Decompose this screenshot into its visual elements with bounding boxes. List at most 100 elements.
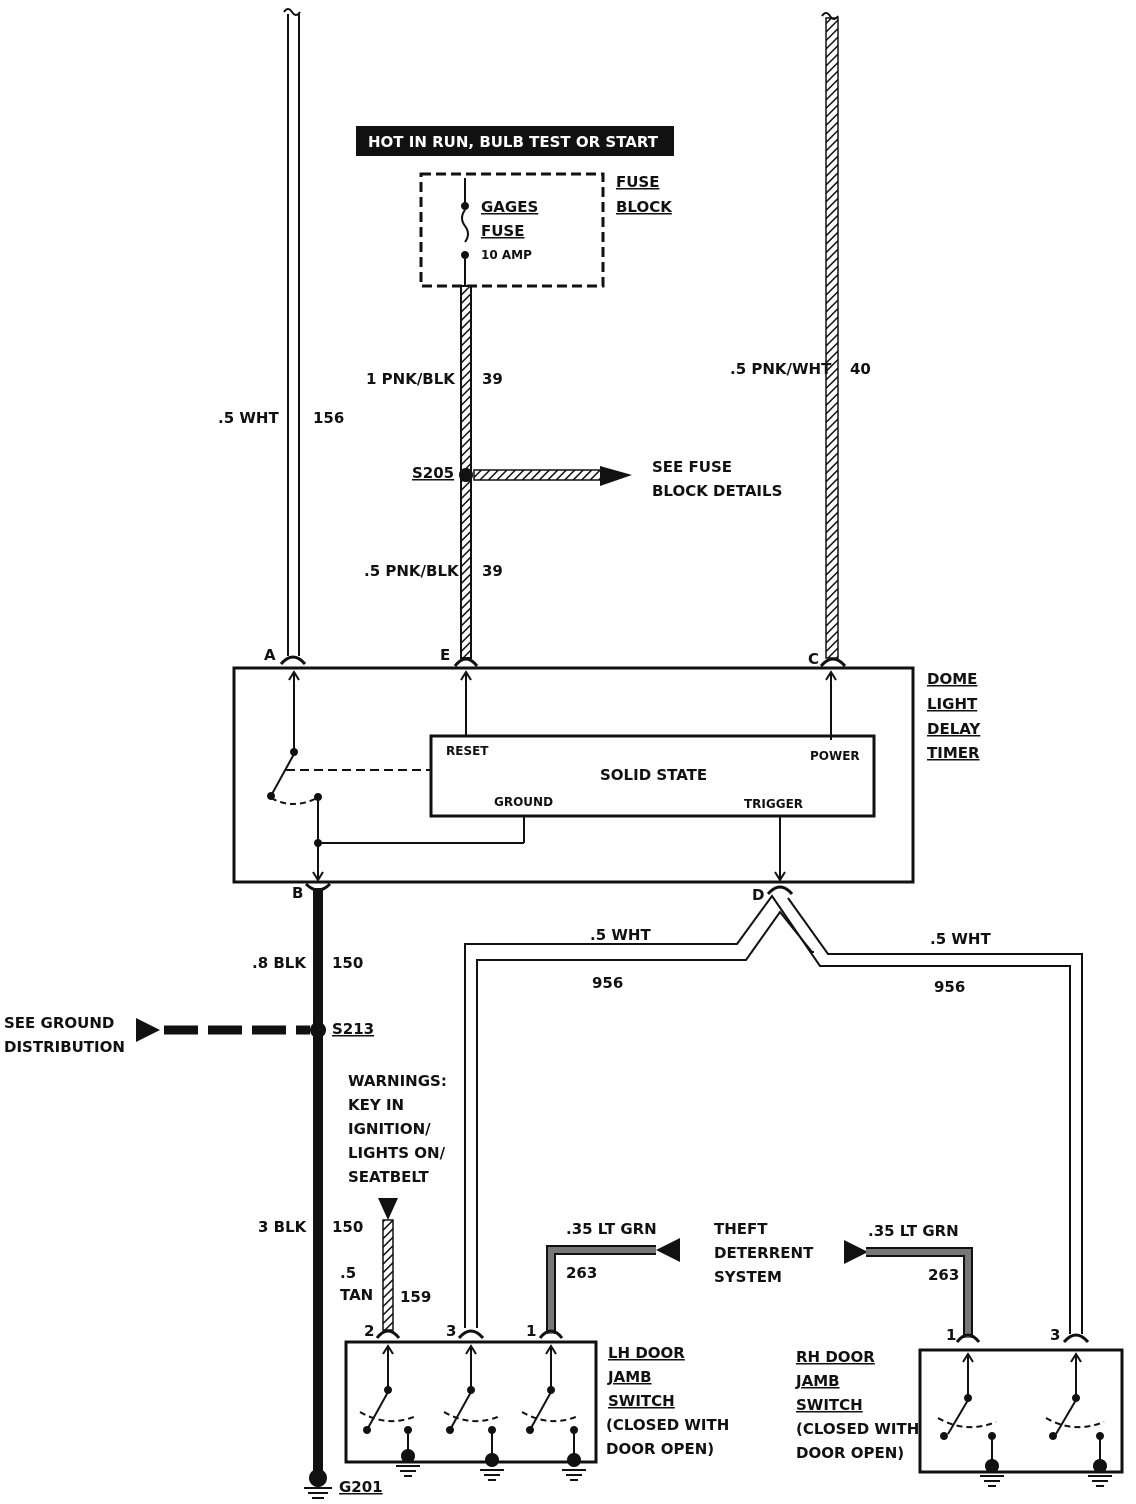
g201-ground-symbol xyxy=(304,1469,332,1499)
gages-fuse-symbol xyxy=(461,178,469,286)
lh-switch-name-line3: SWITCH xyxy=(608,1392,675,1410)
splice-s213-dot xyxy=(310,1022,326,1038)
wire-d-right-gauge-label: .5 WHT xyxy=(930,930,991,948)
g201-label: G201 xyxy=(339,1478,383,1496)
lh-switch-name-line1: LH DOOR xyxy=(608,1344,685,1362)
wire-b xyxy=(304,882,332,1474)
lh-pin-3-label: 3 xyxy=(446,1322,456,1340)
lh-pin-3-connector xyxy=(457,1329,485,1340)
lh-switch-note-line2: DOOR OPEN) xyxy=(606,1440,714,1458)
see-fuse-arrow xyxy=(473,466,632,486)
see-fuse-line1: SEE FUSE xyxy=(652,458,732,476)
wire-e-upper-gauge-label: 1 PNK/BLK xyxy=(366,370,456,388)
wire-b-upper-gauge-label: .8 BLK xyxy=(252,954,307,972)
timer-name-line3: DELAY xyxy=(927,720,981,738)
pin-d-label: D xyxy=(752,886,764,904)
splice-s205-label: S205 xyxy=(412,464,454,482)
warnings-line5: SEATBELT xyxy=(348,1168,429,1186)
fuse-block-label-line1: FUSE xyxy=(616,173,659,191)
ground-terminal-label: GROUND xyxy=(494,795,553,809)
lh-ground-symbols xyxy=(396,1449,586,1481)
wire-b-lower-gauge-label: 3 BLK xyxy=(258,1218,308,1236)
rh-switch-name-line1: RH DOOR xyxy=(796,1348,875,1366)
lh-pin-2-label: 2 xyxy=(364,1322,374,1340)
theft-line2: DETERRENT xyxy=(714,1244,814,1262)
wire-theft-right-circuit-label: 263 xyxy=(928,1266,959,1284)
fuse-name-line1: GAGES xyxy=(481,198,538,216)
power-banner xyxy=(356,126,674,156)
wire-d-left-gauge-label: .5 WHT xyxy=(590,926,651,944)
fuse-block-outline xyxy=(419,172,605,288)
wire-theft-left-circuit-label: 263 xyxy=(566,1264,597,1282)
rh-pin-3-label: 3 xyxy=(1050,1326,1060,1344)
wire-b-upper-circuit-label: 150 xyxy=(332,954,363,972)
splice-s213-label: S213 xyxy=(332,1020,374,1038)
warnings-line2: KEY IN xyxy=(348,1096,404,1114)
wire-a-circuit-label: 156 xyxy=(313,409,344,427)
ground-distribution-arrow xyxy=(136,1018,310,1042)
splice-s205-dot xyxy=(459,468,473,482)
wire-theft-left-gauge-label: .35 LT GRN xyxy=(566,1220,657,1238)
timer-name-line1: DOME xyxy=(927,670,977,688)
wire-e-lower-gauge-label: .5 PNK/BLK xyxy=(364,562,460,580)
lh-switch-contacts xyxy=(359,1344,579,1454)
fuse-name-line2: FUSE xyxy=(481,222,524,240)
pin-b-label: B xyxy=(292,884,303,902)
pin-c-label: C xyxy=(808,650,819,668)
rh-door-jamb-switch-box xyxy=(918,1348,1124,1474)
pin-e-label: E xyxy=(440,646,450,664)
solid-state-label: SOLID STATE xyxy=(600,766,707,784)
wire-a xyxy=(279,8,307,666)
rh-switch-contacts xyxy=(937,1352,1105,1460)
lh-pin-1-label: 1 xyxy=(526,1322,536,1340)
rh-switch-note-line1: (CLOSED WITH xyxy=(796,1420,919,1438)
rh-switch-name-line3: SWITCH xyxy=(796,1396,863,1414)
theft-line3: SYSTEM xyxy=(714,1268,782,1286)
timer-name-line4: TIMER xyxy=(927,744,980,762)
timer-internal-wiring xyxy=(267,670,837,882)
rh-ground-symbols xyxy=(980,1459,1112,1487)
rh-pin-1-label: 1 xyxy=(946,1326,956,1344)
timer-name-line2: LIGHT xyxy=(927,695,978,713)
warnings-line3: IGNITION/ xyxy=(348,1120,431,1138)
fuse-block-label-line2: BLOCK xyxy=(616,198,673,216)
see-ground-line1: SEE GROUND xyxy=(4,1014,114,1032)
lh-door-jamb-switch-box xyxy=(344,1340,598,1464)
rh-pin-3-connector xyxy=(1062,1333,1090,1344)
lh-switch-note-line1: (CLOSED WITH xyxy=(606,1416,729,1434)
wire-c xyxy=(819,12,847,668)
wire-tan-gauge-line2: TAN xyxy=(340,1286,373,1304)
warnings-line1: WARNINGS: xyxy=(348,1072,447,1090)
trigger-terminal-label: TRIGGER xyxy=(744,797,803,811)
warnings-line4: LIGHTS ON/ xyxy=(348,1144,446,1162)
wire-c-circuit-label: 40 xyxy=(850,360,871,378)
power-terminal-label: POWER xyxy=(810,749,860,763)
lh-switch-name-line2: JAMB xyxy=(607,1368,652,1386)
see-fuse-line2: BLOCK DETAILS xyxy=(652,482,782,500)
wire-e-upper-circuit-label: 39 xyxy=(482,370,503,388)
wire-tan-circuit-label: 159 xyxy=(400,1288,431,1306)
wire-c-gauge-label: .5 PNK/WHT xyxy=(730,360,832,378)
rh-switch-name-line2: JAMB xyxy=(795,1372,840,1390)
wire-tan xyxy=(375,1198,401,1339)
theft-line1: THEFT xyxy=(714,1220,768,1238)
wire-a-gauge-label: .5 WHT xyxy=(218,409,279,427)
wire-theft-left xyxy=(538,1238,680,1339)
wire-tan-gauge-line1: .5 xyxy=(340,1264,356,1282)
pin-a-label: A xyxy=(264,646,276,664)
wire-b-lower-circuit-label: 150 xyxy=(332,1218,363,1236)
wire-e-lower-circuit-label: 39 xyxy=(482,562,503,580)
solid-state-module xyxy=(429,734,876,818)
see-ground-line2: DISTRIBUTION xyxy=(4,1038,125,1056)
wire-d-right-circuit-label: 956 xyxy=(934,978,965,996)
reset-terminal-label: RESET xyxy=(446,744,489,758)
wire-theft-right xyxy=(844,1240,981,1343)
fuse-rating: 10 AMP xyxy=(481,248,532,262)
wire-theft-right-gauge-label: .35 LT GRN xyxy=(868,1222,959,1240)
power-banner-text: HOT IN RUN, BULB TEST OR START xyxy=(368,133,659,151)
wire-d-left-circuit-label: 956 xyxy=(592,974,623,992)
dome-light-delay-timer-box xyxy=(232,666,915,884)
wire-d xyxy=(464,885,1083,1334)
rh-switch-note-line2: DOOR OPEN) xyxy=(796,1444,904,1462)
